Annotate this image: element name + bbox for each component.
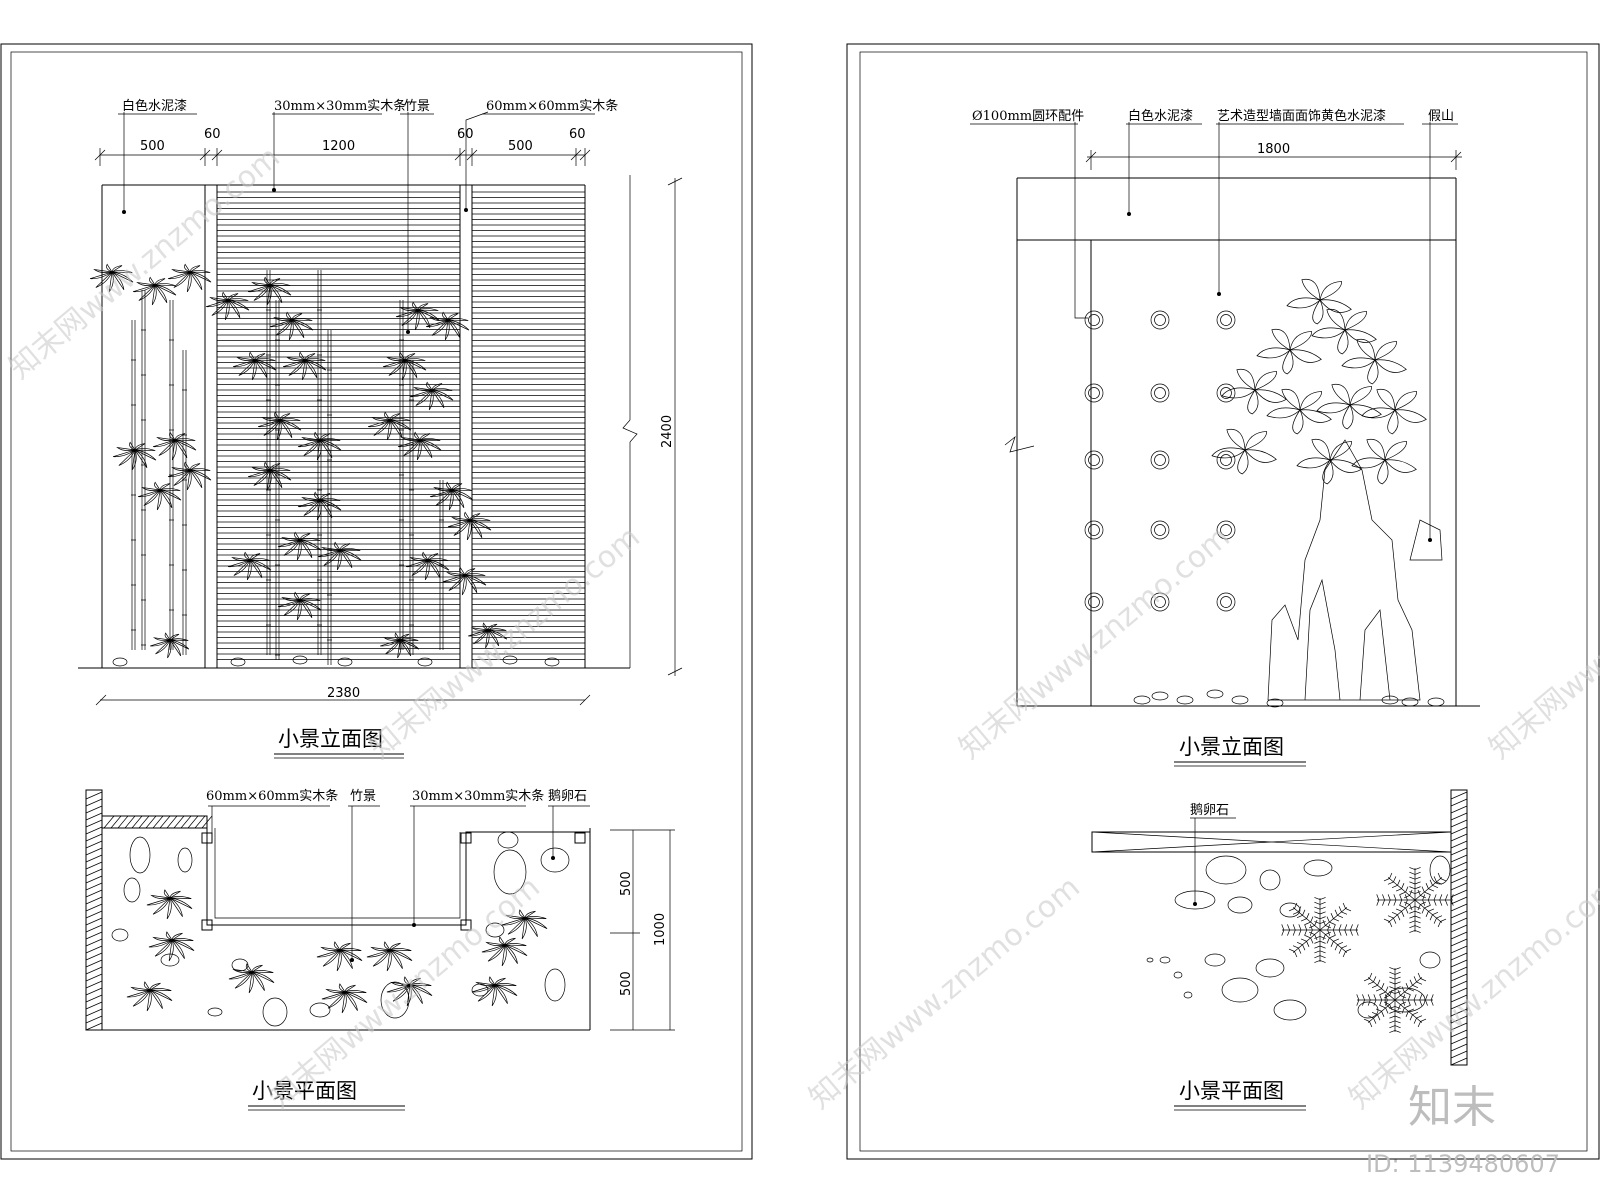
- right-elevation-title: 小景立面图: [1179, 735, 1284, 759]
- wood-slat-hatching: [217, 191, 585, 660]
- right-sheet-outer-frame: [846, 43, 1600, 1160]
- dim-plan-500-a: 500: [619, 871, 634, 896]
- dim-500-a: 500: [140, 139, 165, 154]
- dim-60-c: 60: [569, 127, 586, 142]
- pebbles-plan-right: [1146, 855, 1451, 1021]
- right-elevation: [970, 122, 1480, 708]
- plan-callout-60mm-slat: 60mm×60mm实木条: [206, 788, 338, 804]
- left-plan-title: 小景平面图: [252, 1079, 357, 1103]
- right-plan-title: 小景平面图: [1179, 1079, 1284, 1103]
- watermark-logo: 知末: [1408, 1082, 1496, 1133]
- watermark-text-3: 知末网www.znzmo.com: [953, 520, 1237, 766]
- dimension-ticks: [94, 148, 591, 166]
- watermark-text-6: 知末网www.znzmo.com: [803, 870, 1087, 1116]
- callout-bamboo: 竹景: [404, 99, 430, 114]
- left-plan: [85, 789, 675, 1031]
- dim-plan-500-b: 500: [619, 971, 634, 996]
- right-sheet-inner-frame: [859, 51, 1588, 1152]
- left-elevation: [78, 111, 683, 706]
- dim-1200: 1200: [322, 139, 355, 154]
- plan-callout-pebbles-right: 鹅卵石: [1190, 802, 1229, 818]
- watermark-id-label: ID: 1139480607: [1366, 1150, 1560, 1178]
- bamboo-plan: [126, 889, 548, 1014]
- bamboo-elevation: [89, 263, 560, 667]
- callout-rockery: 假山: [1428, 109, 1454, 124]
- callout-30mm-slat: 30mm×30mm实木条: [274, 98, 406, 114]
- callout-white-cement-paint: 白色水泥漆: [122, 98, 187, 114]
- left-sheet-outer-frame: [0, 43, 753, 1160]
- callout-60mm-slat: 60mm×60mm实木条: [486, 98, 618, 114]
- callout-ring-fitting: Ø100mm圆环配件: [972, 109, 1084, 124]
- watermark-text-5: 知末网www.znzmo.com: [263, 870, 547, 1116]
- wall-hatching-right: [1450, 791, 1468, 1066]
- callout-feature-wall: 艺术造型墙面面饰黄色水泥漆: [1217, 108, 1386, 124]
- dim-60-a: 60: [204, 127, 221, 142]
- dim-2400: 2400: [660, 415, 675, 448]
- plan-callout-bamboo: 竹景: [350, 789, 376, 804]
- pebbles-plan: [111, 831, 570, 1027]
- left-sheet-inner-frame: [10, 51, 743, 1152]
- plan-callout-30mm-slat: 30mm×30mm实木条: [412, 788, 544, 804]
- plan-callout-pebbles: 鹅卵石: [548, 788, 587, 804]
- left-elevation-title: 小景立面图: [278, 727, 383, 751]
- dim-2380: 2380: [327, 686, 360, 701]
- dim-plan-1000: 1000: [653, 913, 668, 946]
- callout-white-cement-paint-right: 白色水泥漆: [1128, 108, 1193, 124]
- right-plan: [1091, 789, 1468, 1066]
- fern-plan: [1281, 867, 1454, 1033]
- dim-500-b: 500: [508, 139, 533, 154]
- wall-hatching: [85, 791, 213, 1031]
- watermark-text-4: 知末网www.znzmo.com: [1483, 520, 1600, 766]
- watermark-text-7: 知末网www.znzmo.com: [1343, 870, 1600, 1116]
- dim-60-b: 60: [457, 127, 474, 142]
- rockery-and-plant: [1133, 278, 1445, 708]
- dim-1800: 1800: [1257, 142, 1290, 157]
- ring-fittings: [1084, 310, 1236, 612]
